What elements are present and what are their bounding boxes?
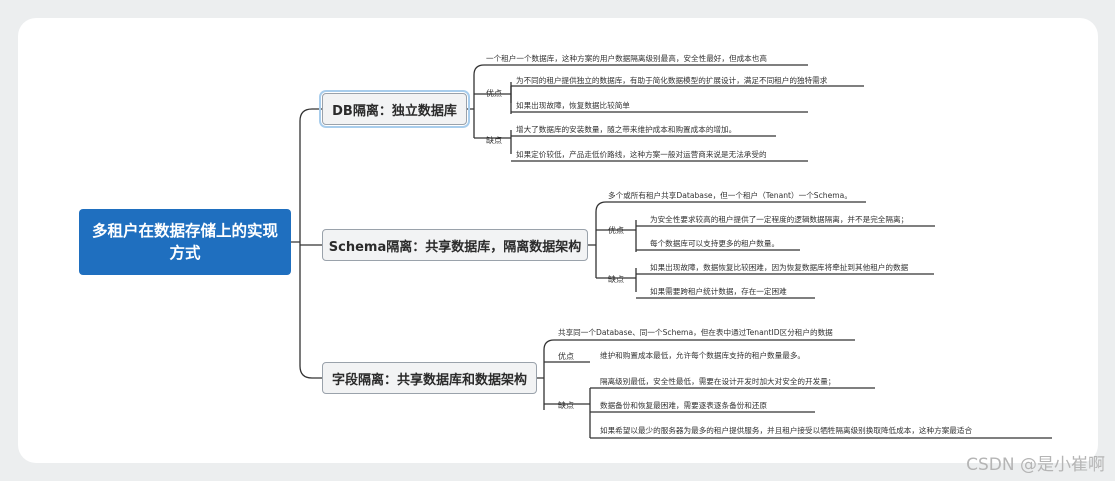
field-con-2: 数据备份和恢复最困难，需要逐表逐条备份和还原 (600, 401, 768, 410)
db-con-2: 如果定价较低，产品走低价路线，这种方案一般对运营商来说是无法承受的 (516, 150, 767, 159)
field-pro-1: 维护和购置成本最低，允许每个数据库支持的租户数量最多。 (600, 351, 806, 360)
branch-db-isolation[interactable]: DB隔离：独立数据库 (319, 90, 470, 128)
schema-pro-1: 为安全性要求较高的租户提供了一定程度的逻辑数据隔离，并不是完全隔离； (650, 215, 909, 224)
field-summary: 共享同一个Database、同一个Schema，但在表中通过TenantID区分… (558, 328, 833, 337)
schema-pros-label: 优点 (608, 226, 624, 235)
schema-summary: 多个或所有租户共享Database，但一个租户（Tenant）一个Schema。 (608, 191, 852, 200)
db-pro-2: 如果出现故障，恢复数据比较简单 (516, 101, 630, 110)
db-cons-label: 缺点 (486, 136, 502, 145)
field-pros-label: 优点 (558, 352, 574, 361)
watermark: CSDN @是小崔啊 (966, 455, 1105, 475)
root-node[interactable]: 多租户在数据存储上的实现方式 (79, 209, 291, 275)
schema-pro-2: 每个数据库可以支持更多的租户数量。 (650, 239, 780, 248)
schema-con-2: 如果需要跨租户统计数据，存在一定困难 (650, 287, 787, 296)
branch-schema-isolation[interactable]: Schema隔离：共享数据库，隔离数据架构 (322, 229, 588, 261)
schema-cons-label: 缺点 (608, 275, 624, 284)
field-cons-label: 缺点 (558, 401, 574, 410)
db-con-1: 增大了数据库的安装数量，随之带来维护成本和购置成本的增加。 (516, 125, 737, 134)
db-summary: 一个租户一个数据库，这种方案的用户数据隔离级别最高，安全性最好，但成本也高 (486, 54, 767, 63)
branch-field-isolation[interactable]: 字段隔离：共享数据库和数据架构 (322, 362, 537, 394)
field-con-1: 隔离级别最低，安全性最低，需要在设计开发时加大对安全的开发量； (600, 377, 836, 386)
db-pro-1: 为不同的租户提供独立的数据库，有助于简化数据模型的扩展设计，满足不同租户的独特需… (516, 76, 828, 85)
field-con-3: 如果希望以最少的服务器为最多的租户提供服务，并且租户接受以牺牲隔离级别换取降低成… (600, 426, 973, 435)
schema-con-1: 如果出现故障，数据恢复比较困难，因为恢复数据库将牵扯到其他租户的数据 (650, 263, 909, 272)
db-pros-label: 优点 (486, 89, 502, 98)
